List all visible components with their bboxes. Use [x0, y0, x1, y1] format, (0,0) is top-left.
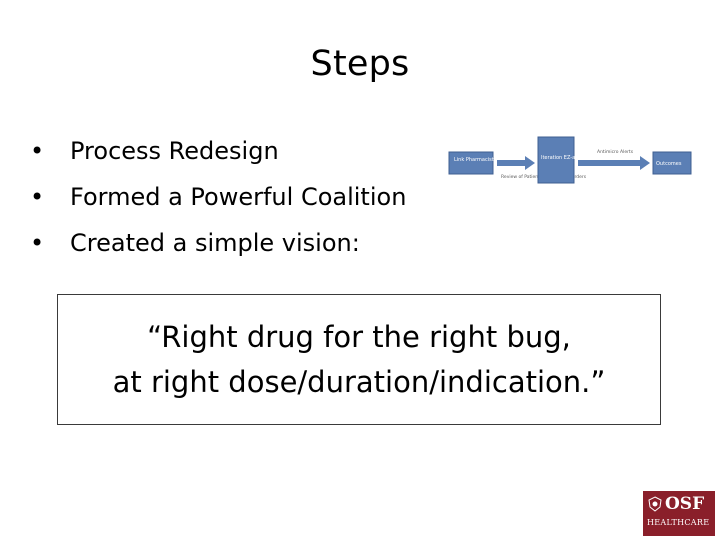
bullet-list: • Process Redesign • Formed a Powerful Coa… [30, 134, 406, 272]
bullet-item: • Formed a Powerful Coalition [30, 180, 406, 226]
flow-box-label: Outcomes [656, 161, 682, 167]
flow-box-link-pharmacist [448, 151, 494, 175]
arrow-icon [497, 156, 535, 170]
bullet-item: • Process Redesign [30, 134, 406, 180]
crest-icon [648, 496, 662, 512]
bullet-text: Process Redesign [70, 137, 279, 165]
bullet-dot: • [30, 183, 45, 211]
osf-healthcare-logo: OSF HEALTHCARE [643, 491, 715, 536]
flow-box-iteration [537, 136, 575, 184]
quote-line: “Right drug for the right bug, [147, 319, 571, 354]
bullet-text: Formed a Powerful Coalition [70, 183, 407, 211]
bullet-text: Created a simple vision: [70, 229, 360, 257]
flow-box-label: Iteration EZ-alert [541, 155, 584, 161]
flow-box-outcomes [652, 151, 692, 175]
logo-subtitle: HEALTHCARE [647, 518, 710, 527]
vision-quote-box: “Right drug for the right bug, at right … [57, 294, 661, 425]
logo-name: OSF [665, 494, 705, 514]
flow-label-alerts: Antimicro Alerts [597, 149, 634, 155]
vision-quote: “Right drug for the right bug, at right … [113, 315, 606, 405]
slide-title: Steps [310, 44, 410, 84]
bullet-dot: • [30, 137, 45, 165]
process-flow-diagram: Link Pharmacist Review of Patients' Medi… [448, 136, 692, 184]
flow-box-label: Link Pharmacist [454, 157, 494, 163]
bullet-item: • Created a simple vision: [30, 226, 406, 272]
arrow-icon [578, 156, 650, 170]
bullet-dot: • [30, 229, 45, 257]
quote-line: at right dose/duration/indication.” [112, 364, 606, 399]
